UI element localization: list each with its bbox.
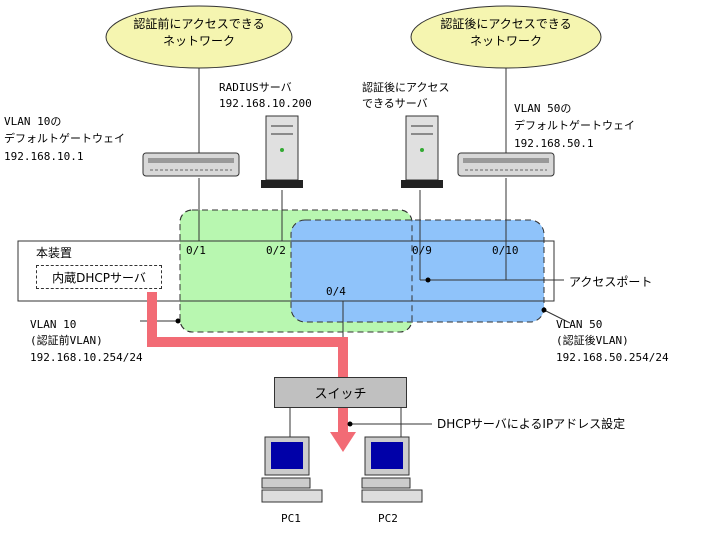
vlan50-ip: 192.168.50.254/24 xyxy=(556,351,669,364)
vlan10-name: VLAN 10 xyxy=(30,318,77,331)
switch-box: スイッチ xyxy=(274,377,407,408)
cloud-post-line1: 認証後にアクセスできる xyxy=(440,17,572,31)
port-0-9: 0/9 xyxy=(412,244,432,257)
gw50-line1: VLAN 50の xyxy=(514,102,572,115)
dhcp-setting-label: DHCPサーバによるIPアドレス設定 xyxy=(437,417,626,431)
pc1-icon xyxy=(261,436,323,503)
radius-server xyxy=(261,115,303,188)
cloud-pre-line2: ネットワーク xyxy=(162,34,235,48)
device-title: 本装置 xyxy=(36,246,73,260)
gw10-line2: デフォルトゲートウェイ xyxy=(4,132,125,145)
cloud-post-line2: ネットワーク xyxy=(469,34,542,48)
port-0-4: 0/4 xyxy=(326,285,346,298)
vlan10-desc: (認証前VLAN) xyxy=(30,334,103,347)
post-server-line2: できるサーバ xyxy=(362,97,428,110)
pc2-icon xyxy=(361,436,423,503)
internal-dhcp-server: 内蔵DHCPサーバ xyxy=(36,265,162,289)
gateway-vlan10 xyxy=(142,152,240,177)
post-auth-server xyxy=(401,115,443,188)
radius-ip: 192.168.10.200 xyxy=(219,97,312,110)
cloud-pre-line1: 認証前にアクセスできる xyxy=(133,17,265,31)
vlan10-ip: 192.168.10.254/24 xyxy=(30,351,143,364)
port-0-1: 0/1 xyxy=(186,244,206,257)
pc2-label: PC2 xyxy=(378,512,398,525)
pc1-label: PC1 xyxy=(281,512,301,525)
vlan50-desc: (認証後VLAN) xyxy=(556,334,629,347)
post-server-line1: 認証後にアクセス xyxy=(362,81,450,94)
vlan10-border xyxy=(179,209,413,333)
port-0-2: 0/2 xyxy=(266,244,286,257)
gw50-line2: デフォルトゲートウェイ xyxy=(514,119,635,132)
port-0-10: 0/10 xyxy=(492,244,519,257)
gw50-ip: 192.168.50.1 xyxy=(514,137,594,150)
vlan50-name: VLAN 50 xyxy=(556,318,603,331)
access-port-label: アクセスポート xyxy=(569,275,653,289)
vlan50-region xyxy=(290,219,545,323)
gateway-vlan50 xyxy=(457,152,555,177)
gw10-line1: VLAN 10の xyxy=(4,115,62,128)
radius-name: RADIUSサーバ xyxy=(219,81,292,94)
gw10-ip: 192.168.10.1 xyxy=(4,150,84,163)
